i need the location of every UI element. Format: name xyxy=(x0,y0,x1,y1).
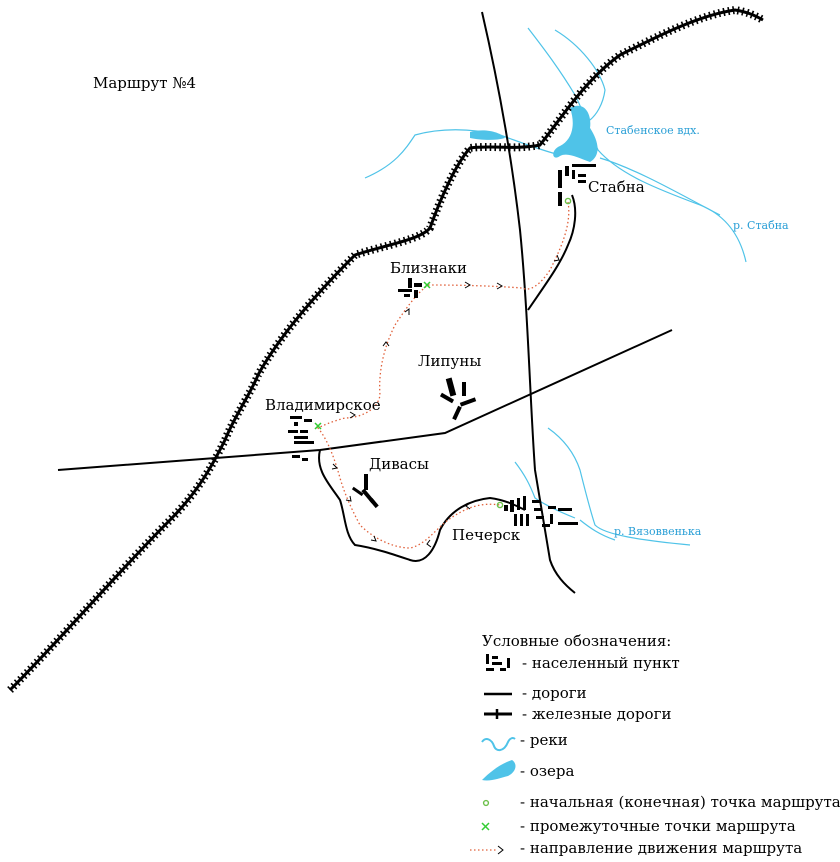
direction-arrow xyxy=(426,539,432,548)
legend-direction-label: - направление движения маршрута xyxy=(520,839,802,857)
settlement-bliznaki xyxy=(398,278,422,298)
direction-arrow xyxy=(382,341,390,347)
label-reservoir: Стабенское вдх. xyxy=(606,124,700,137)
road-north-south xyxy=(481,11,576,594)
settlement-pechersk xyxy=(504,496,578,527)
direction-arrow xyxy=(553,254,560,262)
label-lipuny: Липуны xyxy=(418,352,481,370)
waypoint-vladimirskoe xyxy=(314,422,322,430)
legend-river-symbol xyxy=(481,737,516,752)
road-stabna-loop xyxy=(527,194,577,311)
legend-waypoint-label: - промежуточные точки маршрута xyxy=(520,817,796,835)
legend-waypoint-symbol xyxy=(481,822,490,831)
river-tributary-north xyxy=(554,29,606,121)
roads xyxy=(57,11,673,594)
start-point-pechersk xyxy=(496,501,504,509)
legend-start-symbol xyxy=(482,799,490,807)
settlement-stabna xyxy=(558,164,596,206)
label-bliznaki: Близнаки xyxy=(390,259,467,277)
legend-road-label: - дороги xyxy=(522,684,587,702)
settlement-vladimirskoe xyxy=(288,416,314,461)
label-pechersk: Печерск xyxy=(452,526,521,544)
settlement-lipuny xyxy=(439,377,477,421)
legend-lake-label: - озера xyxy=(520,762,575,780)
direction-arrow xyxy=(465,502,471,510)
direction-arrow xyxy=(345,495,352,502)
lake-reservoir xyxy=(553,105,598,162)
start-point-stabna xyxy=(564,197,572,205)
legend-settlement-symbol xyxy=(486,654,510,671)
road-west-east xyxy=(57,329,673,471)
direction-arrow xyxy=(349,411,356,419)
river-vyazovvenka xyxy=(547,427,691,546)
legend-lake-symbol xyxy=(482,760,516,781)
legend-settlement-label: - населенный пункт xyxy=(522,654,680,672)
lake-west xyxy=(470,130,505,140)
railway-ties xyxy=(7,5,765,693)
river-west-branch xyxy=(364,129,561,179)
label-divasy: Дивасы xyxy=(369,455,429,473)
route-arrows xyxy=(331,254,560,548)
legend-direction-symbol xyxy=(470,845,504,855)
river-stabna-east xyxy=(599,157,721,216)
map-title: Маршрут №4 xyxy=(93,74,196,92)
lakes xyxy=(470,105,598,162)
direction-arrow xyxy=(370,535,377,542)
label-stabna: Стабна xyxy=(588,178,645,196)
direction-arrow xyxy=(331,463,339,470)
settlement-divasy xyxy=(351,474,379,509)
river-stabna xyxy=(527,27,747,263)
water-layer xyxy=(364,27,747,546)
legend: Условные обозначения: - населенный пункт… xyxy=(470,632,840,857)
river-vyazovvenka-south xyxy=(579,519,616,541)
waypoint-bliznaki xyxy=(423,281,431,289)
legend-river-label: - реки xyxy=(520,731,568,749)
direction-arrow xyxy=(496,282,503,290)
label-river-vyazovvenka: р. Вязоввенька xyxy=(614,525,702,538)
legend-railway-symbol xyxy=(484,709,512,719)
river-vyazovvenka-branch xyxy=(514,461,576,519)
route-points xyxy=(314,197,572,509)
legend-railway-label: - железные дороги xyxy=(522,705,671,723)
direction-arrow xyxy=(404,308,410,315)
railway xyxy=(7,5,765,693)
legend-start-label: - начальная (конечная) точка маршрута xyxy=(520,793,840,811)
road-southern-loop xyxy=(318,449,526,562)
label-vladimirskoe: Владимирское xyxy=(265,396,381,414)
label-river-stabna: р. Стабна xyxy=(733,219,789,232)
direction-arrow xyxy=(464,281,471,289)
railway-line xyxy=(8,8,764,692)
legend-heading: Условные обозначения: xyxy=(482,632,671,650)
